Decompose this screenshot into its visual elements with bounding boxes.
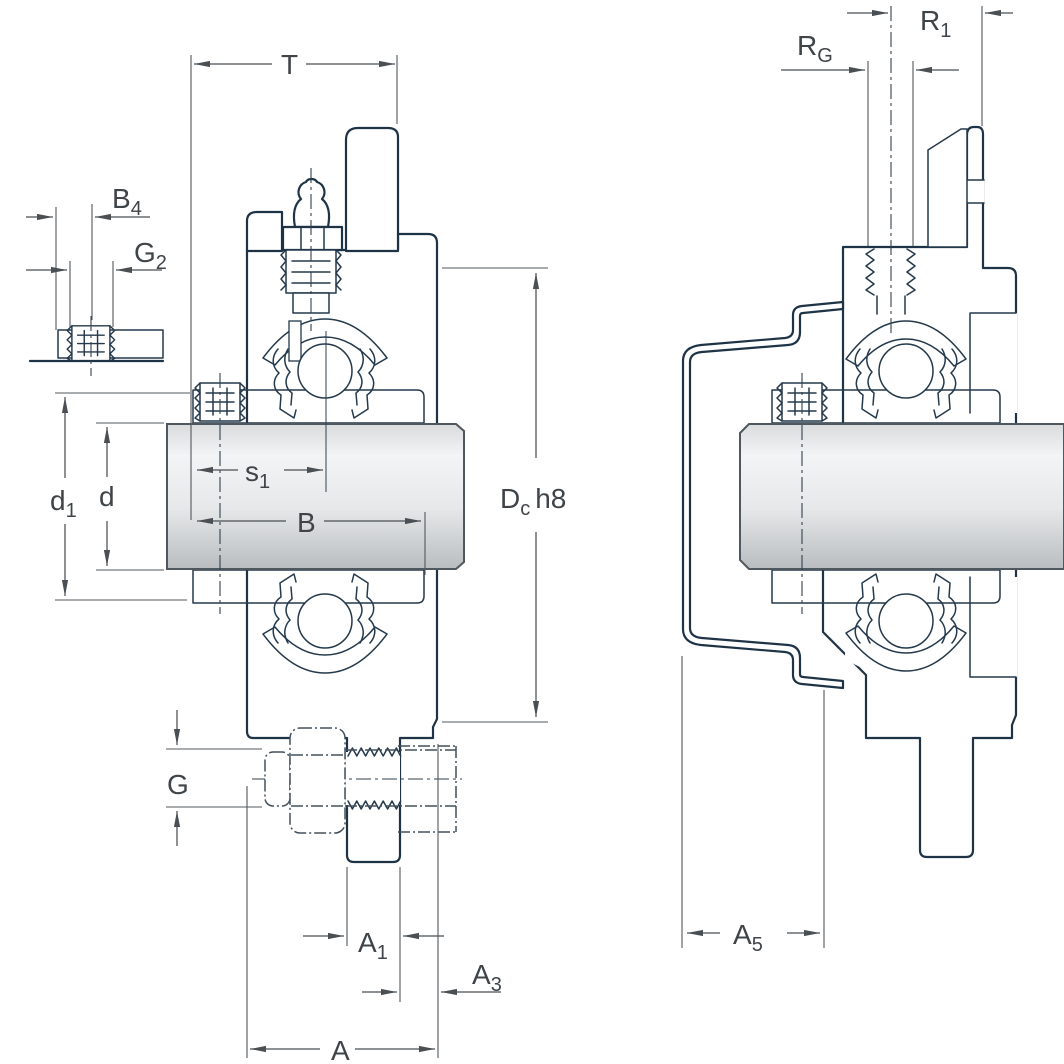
- dim-T: T: [190, 49, 398, 520]
- bore-recess: [970, 313, 1017, 413]
- mounting-bolt-phantom: [252, 727, 462, 834]
- shaft-right: [739, 423, 1064, 570]
- label-G2: G2: [134, 237, 167, 274]
- housing-section-right: [821, 125, 1018, 859]
- dim-RG: RG: [781, 30, 959, 246]
- label-B: B: [297, 507, 316, 538]
- dim-G2: G2: [26, 237, 167, 327]
- bearing-ball-top: [297, 343, 353, 399]
- label-A1: A1: [358, 927, 388, 964]
- inner-ring-bottom: [192, 569, 425, 604]
- label-s1: s1: [245, 456, 270, 493]
- dim-A3: A3: [362, 744, 502, 1058]
- dimensions-left: T B4 G2 d1 d: [26, 49, 566, 1064]
- dim-A5: A5: [681, 656, 825, 956]
- end-cover: [681, 300, 845, 690]
- inner-ring-top: [771, 389, 1001, 424]
- label-T: T: [281, 49, 298, 80]
- dim-A: A: [246, 786, 435, 1064]
- label-A5: A5: [733, 919, 763, 956]
- plate-shoulder: [927, 128, 968, 248]
- flange-plate: [344, 126, 400, 253]
- inner-ring-bottom: [771, 569, 1001, 604]
- right-view: [681, 125, 1064, 859]
- dim-d1: d1: [50, 392, 190, 601]
- grease-duct: [288, 320, 302, 362]
- outer-ring-bottom: [262, 626, 388, 674]
- outer-ring-top: [262, 318, 388, 366]
- label-R1: R1: [920, 5, 951, 42]
- bearing-ball-bottom: [297, 593, 353, 649]
- label-G: G: [167, 769, 189, 800]
- outer-ring-top: [845, 320, 967, 367]
- dim-B: B: [197, 507, 426, 575]
- bearing-ball-top: [878, 343, 934, 399]
- bearing-ball-bottom: [878, 593, 934, 649]
- dim-A1: A1: [303, 867, 444, 1002]
- dimensions-right: RG R1 A5: [681, 5, 1013, 956]
- label-d1: d1: [50, 485, 77, 522]
- label-A3: A3: [472, 959, 502, 996]
- label-A: A: [331, 1035, 350, 1064]
- label-RG: RG: [797, 30, 833, 67]
- inner-ring-top: [192, 389, 425, 424]
- set-screw-detail: [28, 316, 165, 376]
- dim-R1: R1: [847, 5, 1013, 334]
- label-d: d: [99, 481, 115, 512]
- left-view: [28, 126, 465, 864]
- housing-boss: [245, 210, 284, 253]
- shaft: [166, 423, 465, 570]
- dim-d: d: [96, 422, 164, 571]
- bore-recess: [970, 577, 1017, 677]
- grease-fitting: [280, 168, 344, 331]
- dim-s1: s1: [197, 456, 323, 493]
- outer-ring-bottom: [845, 625, 967, 672]
- plate-hole: [966, 180, 984, 203]
- housing-section: [245, 232, 439, 864]
- dim-B4: B4: [26, 183, 150, 330]
- label-B4: B4: [112, 183, 142, 220]
- dim-G: G: [166, 710, 262, 846]
